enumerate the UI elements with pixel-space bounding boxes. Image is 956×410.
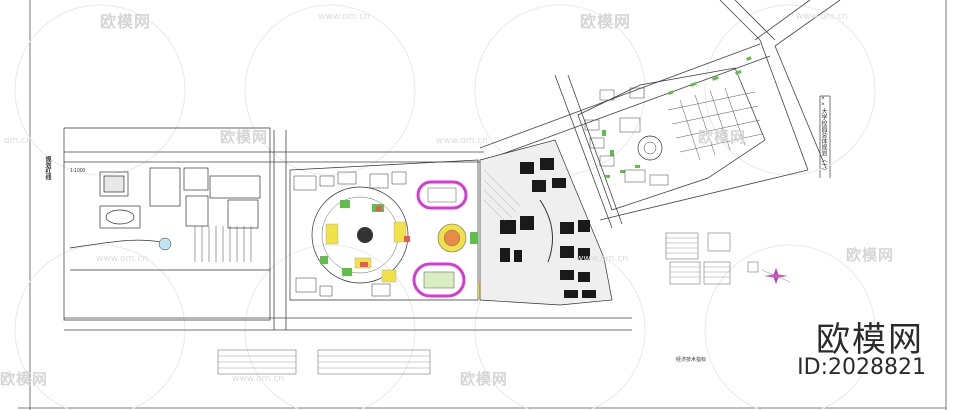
watermark-site: www.om.cn <box>96 254 148 264</box>
watermark-brand: 欧模网 <box>846 246 895 264</box>
west-campus <box>63 127 271 321</box>
northeast-campus <box>577 56 766 211</box>
roads-northeast <box>479 0 841 229</box>
main-road-south <box>64 130 632 331</box>
watermark-brand: 欧模网 <box>580 12 632 31</box>
watermark-site: www.om.cn <box>318 12 370 22</box>
plan-title: ××大学校园总体规划（一） <box>820 96 826 174</box>
legend-note: 经济技术指标 <box>676 357 707 363</box>
scale-note: 1:1000 <box>70 168 86 174</box>
watermark-site: om.cn <box>4 136 32 146</box>
boundary-label: 规划红线 <box>44 156 50 180</box>
watermark-site: www.om.cn <box>796 12 848 22</box>
drawing-frame <box>18 0 947 410</box>
watermark-brand: 欧模网 <box>460 370 509 388</box>
wind-rose-icon <box>761 268 791 284</box>
watermark-brand: 欧模网 <box>100 12 152 31</box>
watermark-brand: 欧模网 <box>698 128 747 146</box>
east-academic-block <box>479 139 613 306</box>
brand-logo-text: 欧模网 <box>816 320 924 360</box>
watermark-site: www.om.cn <box>232 374 284 384</box>
watermark-brand: 欧模网 <box>0 370 49 388</box>
legend-tables <box>665 232 759 285</box>
bottom-tables <box>217 349 431 375</box>
watermark-site: www.om.cn <box>576 254 628 264</box>
watermark-brand: 欧模网 <box>220 128 269 146</box>
watermark-site: www.om.cn <box>436 136 488 146</box>
model-id: ID:2028821 <box>797 355 926 380</box>
